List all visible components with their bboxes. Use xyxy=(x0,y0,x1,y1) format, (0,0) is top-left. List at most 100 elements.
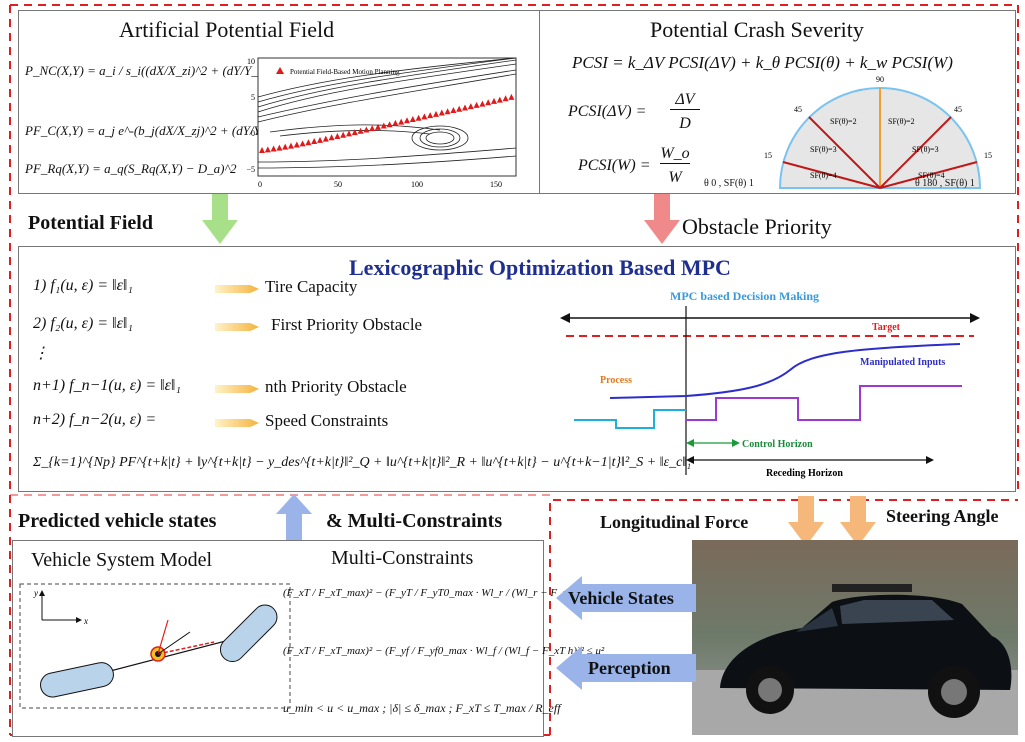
severity-semicircle: 90 45 45 15 15 SF(θ)=2 SF(θ)=2 SF(θ)=3 S… xyxy=(764,75,992,189)
path-marker xyxy=(264,146,271,153)
vehicle-photo xyxy=(692,540,1018,735)
pcs-title: Potential Crash Severity xyxy=(650,17,864,42)
sf-label-5: SF(θ)=4 xyxy=(810,171,837,180)
vehicle-model-panel: Vehicle System Model Multi-Constraints (… xyxy=(12,540,613,737)
apf-xtick-1: 50 xyxy=(334,180,342,189)
apf-eq1: P_NC(X,Y) = a_i / s_i((dX/X_zi)^2 + (dY/… xyxy=(25,63,288,78)
mpc-row3-eq: ⋮ xyxy=(33,345,49,362)
mpc-row1-label: Tire Capacity xyxy=(265,277,358,296)
arrow-row4 xyxy=(215,385,259,393)
path-marker xyxy=(293,141,300,148)
blue-up-arrow xyxy=(276,494,312,540)
obstacle-priority-label: Obstacle Priority xyxy=(682,214,832,239)
potential-field-label: Potential Field xyxy=(28,212,153,234)
path-marker xyxy=(438,109,445,116)
pcs-eq2-den: D xyxy=(679,115,691,132)
path-marker xyxy=(334,133,341,140)
svg-text:x: x xyxy=(83,616,88,626)
apf-ytick-2: 0 xyxy=(251,129,255,138)
path-marker xyxy=(392,119,399,126)
path-marker xyxy=(259,147,265,153)
perception-arrow xyxy=(556,646,696,690)
path-marker xyxy=(311,138,318,145)
longitudinal-force-label: Longitudinal Force xyxy=(600,512,749,532)
pcs-eq1: PCSI = k_ΔV PCSI(ΔV) + k_θ PCSI(θ) + k_w… xyxy=(572,53,953,72)
path-marker xyxy=(369,125,376,132)
pcs-eq3-num: W_o xyxy=(660,145,690,164)
path-marker xyxy=(398,118,405,125)
multi-constraints-label: & Multi-Constraints xyxy=(326,510,503,532)
mpc-row2-eq: 2) f₂(u, ε) = ‖ε‖₁ xyxy=(33,315,133,332)
path-marker xyxy=(380,122,387,129)
pink-down-arrow xyxy=(644,194,680,244)
path-marker xyxy=(467,103,474,110)
path-marker xyxy=(375,123,381,130)
arrow-row5 xyxy=(215,419,259,427)
path-marker xyxy=(351,129,358,136)
path-marker xyxy=(322,135,329,142)
path-marker xyxy=(508,93,515,100)
path-marker xyxy=(363,126,370,133)
vehicle-states-label: Vehicle States xyxy=(568,588,674,608)
path-marker xyxy=(328,134,335,141)
path-marker xyxy=(404,117,410,124)
path-marker xyxy=(462,104,468,111)
path-marker xyxy=(288,142,294,149)
target-label: Target xyxy=(872,322,901,333)
angle-90: 90 xyxy=(876,75,884,84)
path-marker xyxy=(357,127,364,134)
orange-down-arrows xyxy=(788,496,876,546)
constraint-1: (F_xT / F_xT_max)² − (F_yT / F_yT0_max ·… xyxy=(283,587,613,599)
apf-ytick-1: 5 xyxy=(251,93,255,102)
pcs-eq3-den: W xyxy=(668,169,682,186)
mpc-row4-eq: n+1) f_n−1(u, ε) = ‖ε‖₁ xyxy=(33,377,181,394)
arrow-row1 xyxy=(215,285,259,293)
angle-45-left: 45 xyxy=(794,105,802,114)
path-marker xyxy=(421,113,428,120)
angle-15-right: 15 xyxy=(984,151,992,160)
path-marker xyxy=(270,145,277,152)
pcs-eq3-lhs: PCSI(W) = xyxy=(578,157,651,174)
pcs-eq2-lhs: PCSI(ΔV) = xyxy=(568,103,647,120)
path-marker xyxy=(479,100,486,107)
vsm-title: Vehicle System Model xyxy=(31,549,213,571)
right-base-label: θ 180 , SF(θ) 1 xyxy=(915,178,975,189)
apf-xtick-0: 0 xyxy=(258,180,262,189)
apf-eq2: PF_C(X,Y) = a_j e^-(b_j(dX/X_zj)^2 + (dY… xyxy=(25,123,297,138)
mpc-title: Lexicographic Optimization Based MPC xyxy=(349,255,731,280)
path-marker xyxy=(444,108,451,115)
mpc-panel: Lexicographic Optimization Based MPC 1) … xyxy=(18,246,1016,492)
control-horizon-label: Control Horizon xyxy=(742,439,813,450)
path-marker xyxy=(456,105,463,112)
apf-title: Artificial Potential Field xyxy=(119,17,335,42)
path-marker xyxy=(502,95,509,102)
arrow-row2 xyxy=(215,323,259,331)
mc-title: Multi-Constraints xyxy=(331,547,474,569)
mpc-row2-label: First Priority Obstacle xyxy=(271,315,423,334)
predicted-states-label: Predicted vehicle states xyxy=(18,510,217,532)
mpc-row4-label: nth Priority Obstacle xyxy=(265,377,407,396)
left-base-label: θ 0 , SF(θ) 1 xyxy=(704,178,754,189)
process-label: Process xyxy=(600,375,632,386)
path-marker xyxy=(409,115,416,122)
path-marker xyxy=(305,139,312,146)
path-marker xyxy=(386,121,393,128)
mpc-row1-eq: 1) f₁(u, ε) = ‖ε‖₁ xyxy=(33,277,133,294)
angle-45-right: 45 xyxy=(954,105,962,114)
mpc-diagram: MPC based Decision Making Target Process… xyxy=(560,289,980,479)
sf-label-3: SF(θ)=3 xyxy=(810,145,837,154)
sf-label-1: SF(θ)=2 xyxy=(830,117,857,126)
apf-ytick-3: −5 xyxy=(246,165,255,174)
path-marker xyxy=(473,101,480,108)
green-down-arrow xyxy=(202,194,238,244)
angle-15-left: 15 xyxy=(764,151,772,160)
path-marker xyxy=(450,106,457,113)
path-marker xyxy=(433,110,439,117)
path-marker xyxy=(282,143,289,150)
constraint-2: (F_xT / F_xT_max)² − (F_yf / F_yf0_max ·… xyxy=(283,645,605,657)
path-marker xyxy=(340,131,347,138)
path-marker xyxy=(415,114,422,121)
constraint-3: u_min < u < u_max ; |δ| ≤ δ_max ; F_xT ≤… xyxy=(283,701,561,715)
pcs-eq2-num: ΔV xyxy=(670,91,700,110)
apf-xtick-3: 150 xyxy=(490,180,502,189)
